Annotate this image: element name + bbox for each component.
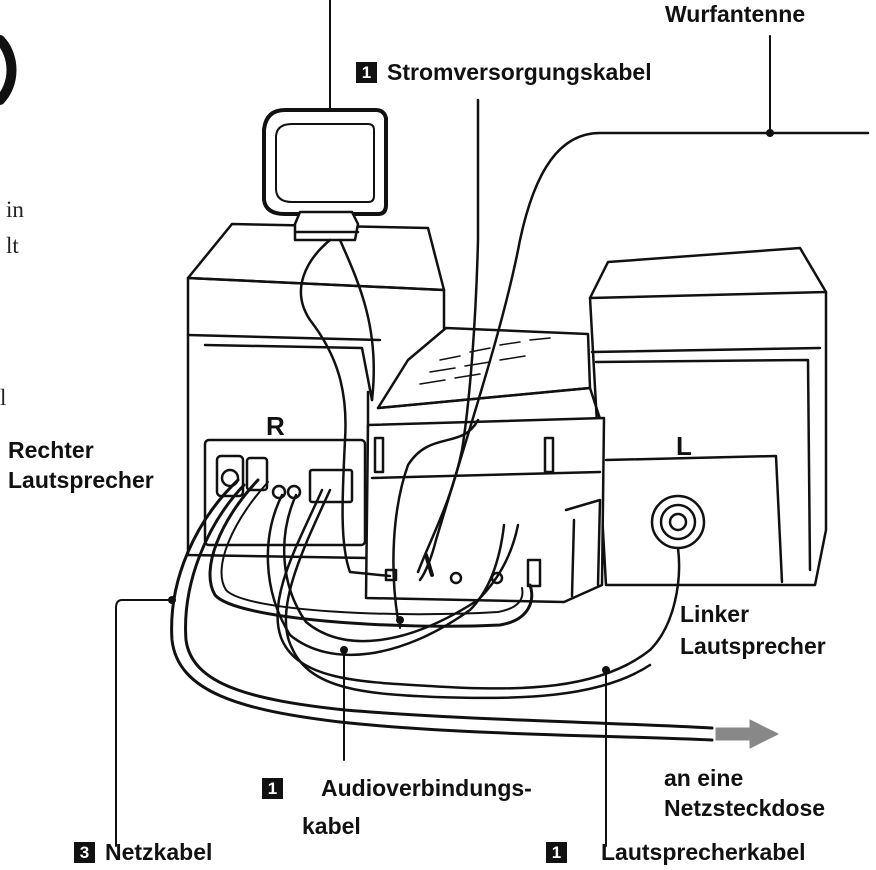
label-rechter-lautsprecher-1: Rechter	[8, 437, 94, 463]
cropped-circle	[0, 35, 17, 105]
leader-lines	[115, 0, 771, 847]
right-speaker	[186, 222, 446, 560]
label-audioverbindungskabel-2: kabel	[302, 813, 361, 839]
loop-antenna-icon	[262, 108, 388, 242]
label-linker-lautsprecher-1: Linker	[680, 601, 750, 627]
label-linker-lautsprecher-2: Lautsprecher	[680, 633, 826, 659]
netzkabel-text: Netzkabel	[105, 839, 213, 865]
leader-dots	[168, 129, 774, 674]
speaker-l-letter: L	[676, 431, 692, 461]
label-wurfantenne: Wurfantenne	[665, 1, 806, 27]
cropped-text-line-1: in	[6, 197, 24, 222]
lautsprecherkabel-text: Lautsprecherkabel	[601, 839, 806, 865]
label-lautsprecherkabel: 1 Lautsprecherkabel	[546, 838, 806, 866]
left-speaker	[588, 246, 828, 587]
label-netzkabel: 3 Netzkabel	[74, 838, 212, 866]
step-number-badge: 1	[546, 842, 567, 863]
cropped-text-line-2: lt	[6, 233, 19, 258]
label-rechter-lautsprecher-2: Lautsprecher	[8, 467, 154, 493]
step-number-badge: 3	[74, 842, 95, 863]
stromversorgungskabel-text: Stromversorgungskabel	[387, 59, 652, 85]
audioverbindungskabel-text: Audioverbindungs-	[321, 775, 532, 801]
label-stromversorgungskabel: 1 Stromversorgungskabel	[356, 58, 652, 86]
arrow-right-icon	[715, 719, 779, 749]
step-number-badge: 1	[356, 62, 377, 83]
speaker-r-letter: R	[266, 411, 285, 441]
cropped-text-line-3: l	[0, 385, 7, 410]
label-netzsteckdose-1: an eine	[664, 765, 744, 791]
label-netzsteckdose-2: Netzsteckdose	[664, 795, 826, 821]
step-number-badge: 1	[262, 778, 283, 799]
label-audioverbindungskabel-1: 1 Audioverbindungs-	[262, 774, 532, 802]
cables	[170, 98, 870, 742]
main-unit	[364, 326, 606, 604]
